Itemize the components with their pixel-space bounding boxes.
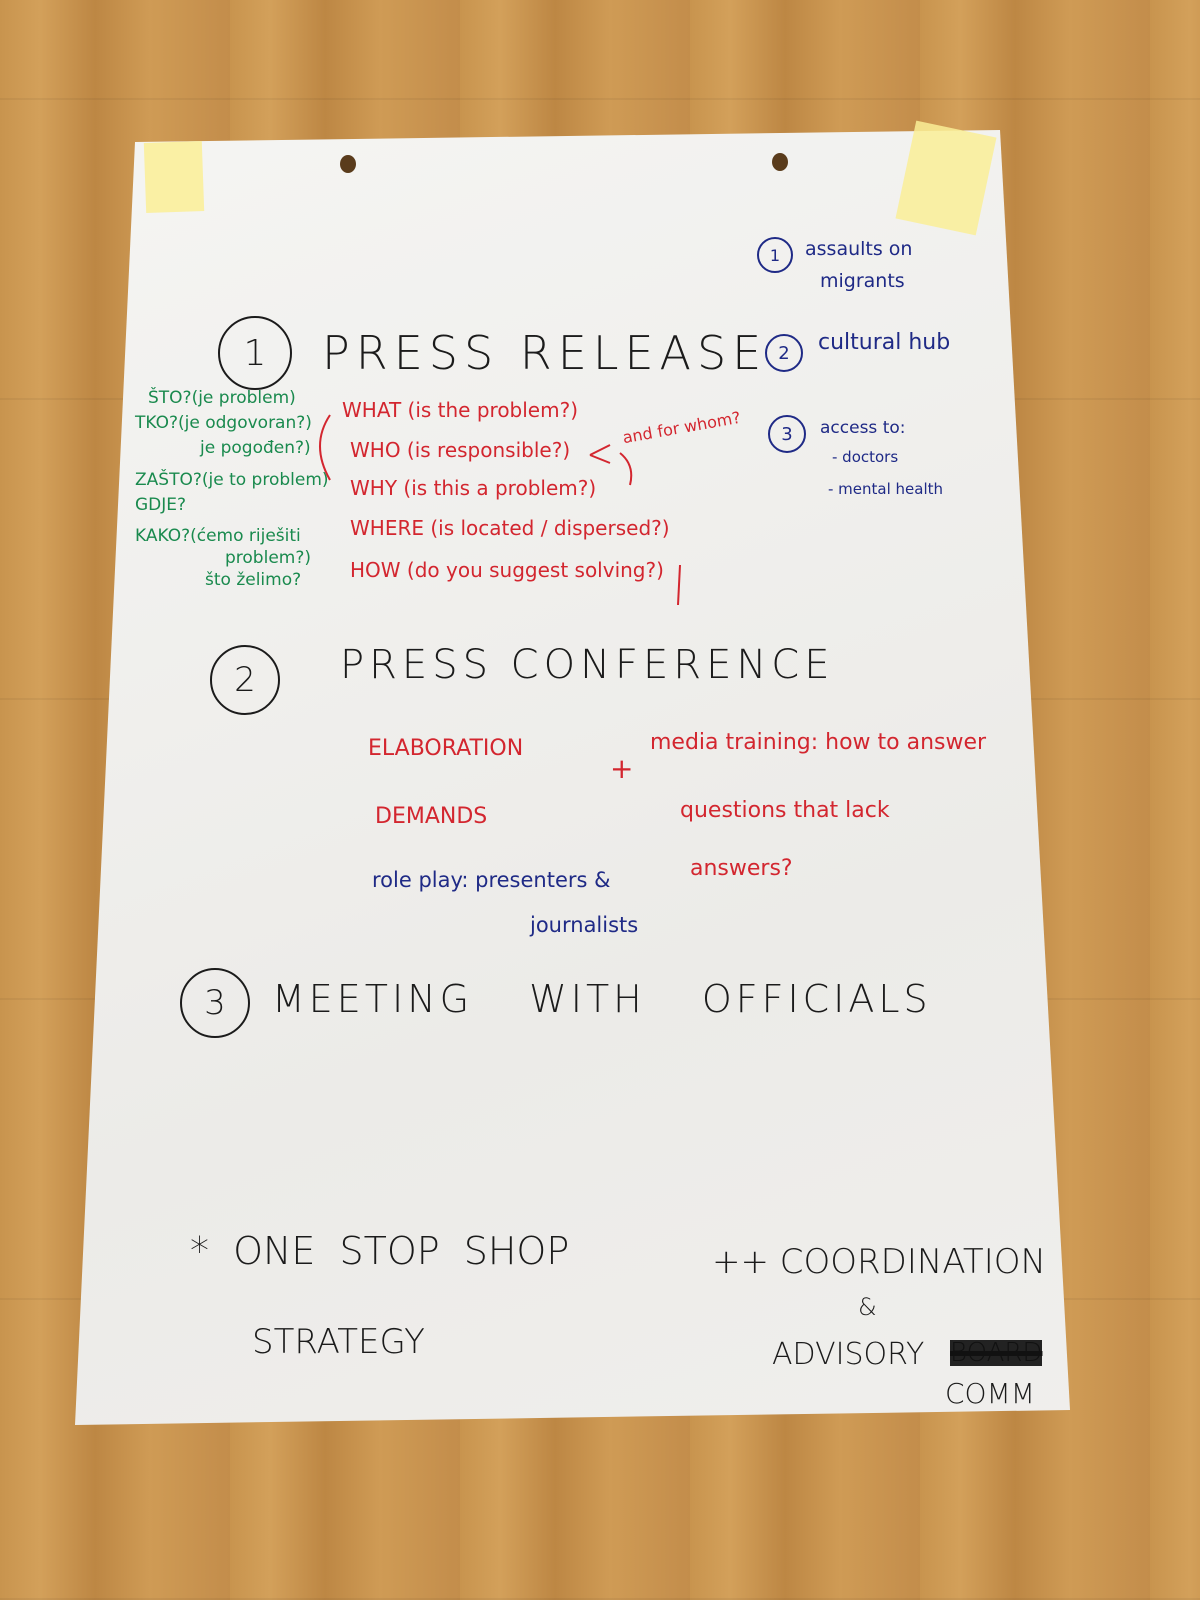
topic-text: assaults on	[805, 238, 913, 260]
list-item: što želimo?	[205, 570, 302, 590]
topic-number: 2	[765, 334, 803, 372]
note-text: COMM	[945, 1377, 1035, 1410]
list-item: HOW (do you suggest solving?)	[350, 558, 664, 582]
topic-number: 1	[757, 237, 793, 273]
item-text: journalists	[530, 913, 639, 937]
section-title: PRESS CONFERENCE	[340, 642, 835, 688]
list-item: problem?)	[225, 548, 311, 568]
item-text: answers?	[690, 856, 793, 881]
note-text: * ONE STOP SHOP	[190, 1229, 570, 1273]
item-text: role play: presenters &	[372, 868, 611, 892]
topic-number: 3	[768, 415, 806, 453]
bracket-arrows	[319, 414, 681, 606]
crossed-out-text: BOARD	[950, 1338, 1043, 1368]
list-item: ŠTO?(je problem)	[148, 388, 296, 408]
section-title: PRESS RELEASE	[322, 326, 768, 380]
topic-text: - mental health	[828, 480, 944, 498]
list-item: WHY (is this a problem?)	[350, 476, 597, 500]
topic-text: - doctors	[832, 448, 899, 466]
list-item: ZAŠTO?(je to problem)	[135, 470, 329, 490]
punch-hole	[340, 155, 356, 173]
list-item: GDJE?	[135, 495, 187, 515]
topic-text: migrants	[820, 270, 905, 292]
note-text: STRATEGY	[252, 1322, 425, 1362]
list-item: je pogođen?)	[200, 438, 311, 458]
topic-text: cultural hub	[818, 330, 951, 355]
section-title: MEETING WITH OFFICIALS	[272, 977, 932, 1021]
item-text: questions that lack	[680, 798, 890, 823]
list-item: KAKO?(ćemo riješiti	[135, 526, 301, 546]
plus-sign: +	[610, 752, 634, 785]
item-text: media training: how to answer	[650, 730, 987, 755]
note-text: ADVISORY	[772, 1337, 925, 1372]
note-text: &	[858, 1293, 877, 1321]
note-text: ++ COORDINATION	[712, 1242, 1046, 1282]
section-number-circle: 1	[218, 316, 292, 390]
list-item: WHO (is responsible?)	[350, 438, 571, 462]
list-item: TKO?(je odgovoran?)	[135, 413, 312, 433]
punch-hole	[772, 153, 788, 171]
item-text: DEMANDS	[375, 804, 488, 829]
topic-text: access to:	[820, 418, 906, 438]
section-number-circle: 2	[210, 645, 280, 715]
masking-tape	[143, 141, 205, 213]
list-item: WHAT (is the problem?)	[342, 398, 579, 422]
section-number-circle: 3	[180, 968, 250, 1038]
item-text: ELABORATION	[368, 736, 524, 761]
list-item: WHERE (is located / dispersed?)	[350, 516, 670, 540]
